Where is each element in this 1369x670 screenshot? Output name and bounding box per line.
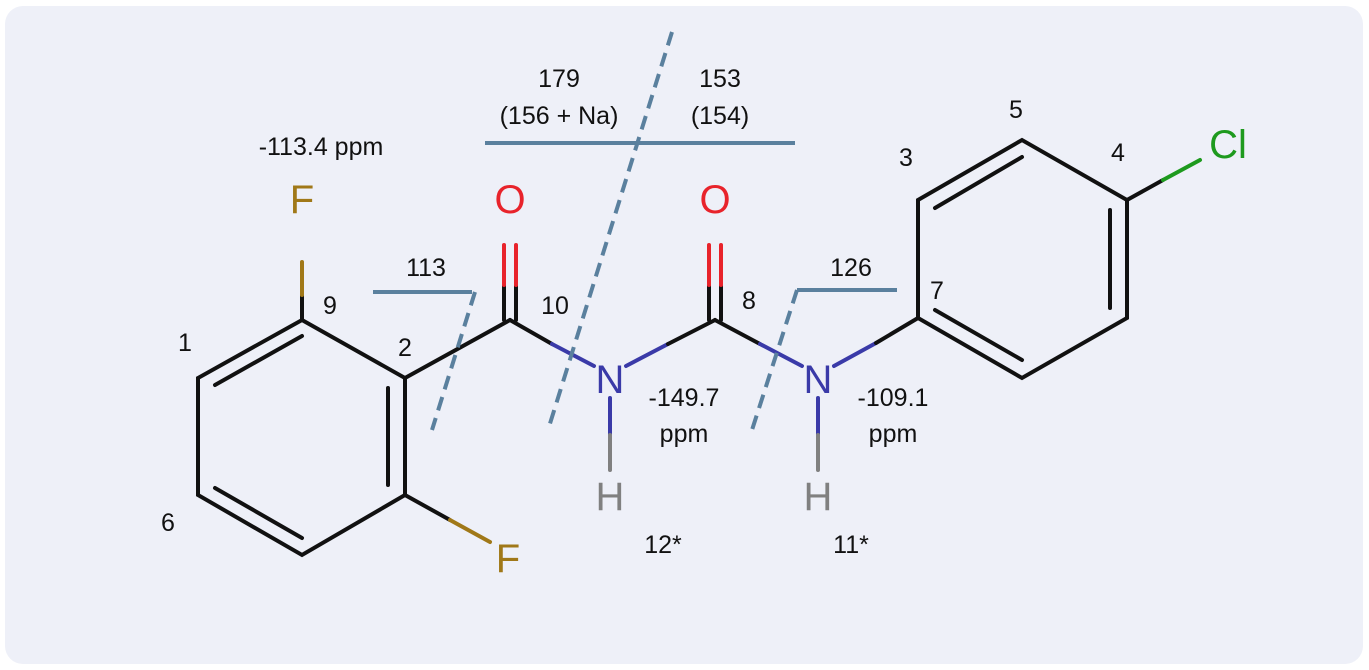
atom-number: 1 <box>178 329 192 357</box>
fragment-dashed-cut <box>546 31 674 431</box>
atom-number: 11* <box>833 531 869 559</box>
oxygen-left-label: O <box>494 178 525 222</box>
left-ring <box>196 317 407 558</box>
atom-number: 4 <box>1111 139 1125 167</box>
ring-double-bond <box>213 486 304 540</box>
fragment-dashed-126 <box>750 289 799 431</box>
atom-number: 12* <box>644 531 682 559</box>
nitrogen-left-label: N <box>596 358 625 402</box>
atom-number: 5 <box>1009 96 1023 124</box>
fragmentation-lines <box>373 31 897 431</box>
nitrogen-right-label: N <box>804 358 833 402</box>
atom-number: 6 <box>161 509 175 537</box>
oxygen-right-label: O <box>699 178 730 222</box>
fragment-dashed-113 <box>430 291 477 431</box>
atom-number: 10 <box>541 292 569 320</box>
ring-double-bond <box>933 155 1024 210</box>
fragment-113-label: 113 <box>406 254 446 282</box>
hydrogen-right-label: H <box>804 475 833 519</box>
n-left-unit-label: ppm <box>660 420 709 448</box>
n-left-shift-label: -149.7 <box>649 384 720 412</box>
fluorine-top-label: F <box>290 178 314 222</box>
ring-double-bond <box>213 334 304 387</box>
n-right-unit-label: ppm <box>869 420 918 448</box>
atom-number: 2 <box>398 334 412 362</box>
ring-double-bond <box>933 308 1024 362</box>
atom-number: 7 <box>930 277 944 305</box>
right-ring <box>916 137 1129 381</box>
fragment-179-sub-label: (156 + Na) <box>500 102 619 130</box>
fragment-126-label: 126 <box>830 254 872 282</box>
fragment-153-label: 153 <box>699 65 741 93</box>
n-right-shift-label: -109.1 <box>858 384 929 412</box>
hydrogen-left-label: H <box>596 475 625 519</box>
fluorine-shift-label: -113.4 ppm <box>259 133 384 161</box>
atom-number: 3 <box>899 144 913 172</box>
fluorine-bottom-label: F <box>496 537 520 581</box>
atom-number: 8 <box>742 287 756 315</box>
fragment-153-sub-label: (154) <box>691 102 749 130</box>
chlorine-label: Cl <box>1209 123 1247 167</box>
fragment-179-label: 179 <box>538 65 580 93</box>
atom-number: 9 <box>323 292 337 320</box>
